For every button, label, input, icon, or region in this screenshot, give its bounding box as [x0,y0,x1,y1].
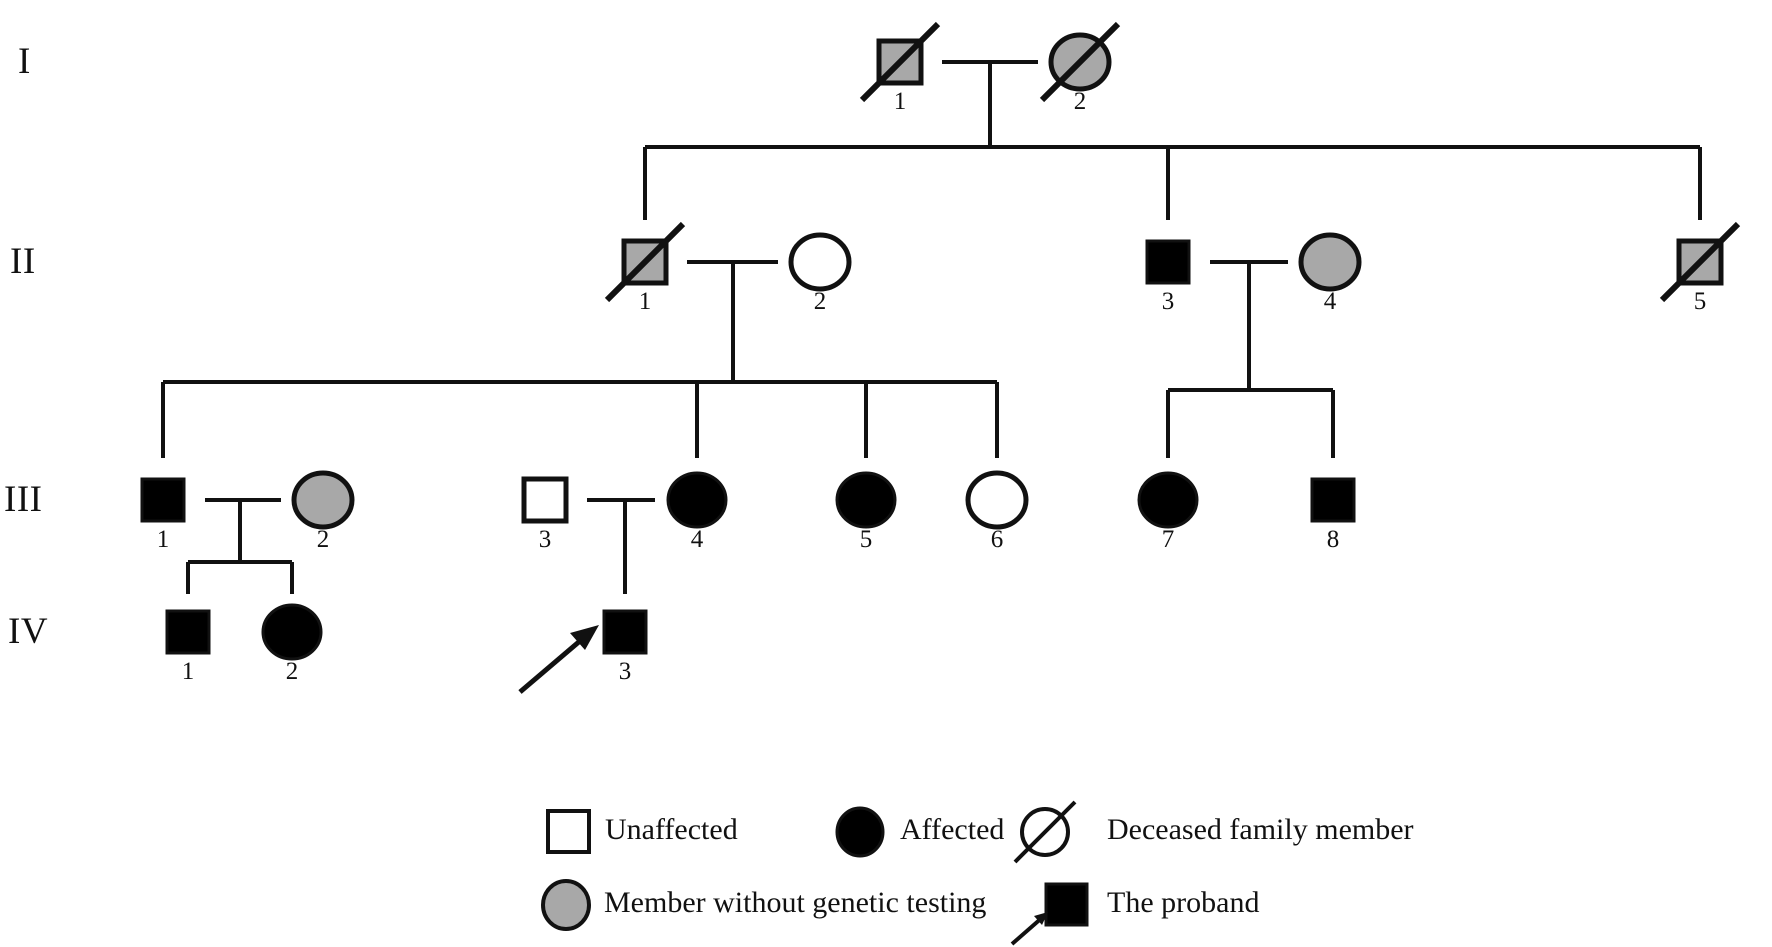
pedigree-symbol-iii-6[interactable] [965,470,1029,530]
individual-number-iii-6: 6 [990,526,1004,553]
pedigree-symbol-iv-3[interactable] [602,609,648,655]
legend-label-deceased: Deceased family member [1107,813,1414,846]
legend-label-unaffected: Unaffected [605,813,738,846]
pedigree-symbol-iii-8[interactable] [1310,477,1356,523]
individual-number-i-2: 2 [1073,88,1087,115]
individual-number-iii-1: 1 [156,526,170,553]
individual-number-ii-2: 2 [813,288,827,315]
individual-number-iii-7: 7 [1161,526,1175,553]
pedigree-symbol-ii-3[interactable] [1145,239,1191,285]
legend-label-no-testing: Member without genetic testing [604,886,987,919]
legend-label-affected: Affected [900,813,1005,846]
individual-number-iii-5: 5 [859,526,873,553]
pedigree-symbol-iv-2[interactable] [261,603,323,661]
individual-number-iii-2: 2 [316,526,330,553]
individual-number-iii-8: 8 [1326,526,1340,553]
generation-label-II: II [10,241,36,282]
individual-number-iv-2: 2 [285,658,299,685]
pedigree-symbol-iv-1[interactable] [165,609,211,655]
legend-label-proband: The proband [1107,886,1260,919]
pedigree-symbols [140,32,1724,661]
proband-arrow-icon [518,625,599,694]
individual-number-iv-3: 3 [618,658,632,685]
deceased-slash-ii-5 [1659,221,1741,303]
individual-number-ii-3: 3 [1161,288,1175,315]
pedigree-symbol-iii-5[interactable] [835,471,897,529]
pedigree-symbol-iii-1[interactable] [140,477,186,523]
individual-number-iv-1: 1 [181,658,195,685]
pedigree-symbol-iii-2[interactable] [291,470,355,530]
individual-number-iii-3: 3 [538,526,552,553]
pedigree-symbol-iii-7[interactable] [1137,471,1199,529]
generation-label-I: I [18,41,31,82]
pedigree-symbol-ii-2[interactable] [788,232,852,292]
generation-label-IV: IV [8,611,49,652]
pedigree-symbol-iii-3[interactable] [521,476,569,524]
deceased-slash-ii-1 [604,221,686,303]
generation-label-III: III [4,479,43,520]
individual-number-ii-5: 5 [1693,288,1707,315]
deceased-slash-i-1 [859,21,941,103]
deceased-slash-i-2 [1039,21,1121,103]
pedigree-connector-lines [161,60,1702,594]
individual-number-ii-1: 1 [638,288,652,315]
pedigree-symbol-ii-4[interactable] [1298,232,1362,292]
individual-number-iii-4: 4 [690,526,704,553]
individual-number-ii-4: 4 [1323,288,1337,315]
individual-number-i-1: 1 [893,88,907,115]
pedigree-overlays [518,21,1741,694]
pedigree-symbol-iii-4[interactable] [666,471,728,529]
